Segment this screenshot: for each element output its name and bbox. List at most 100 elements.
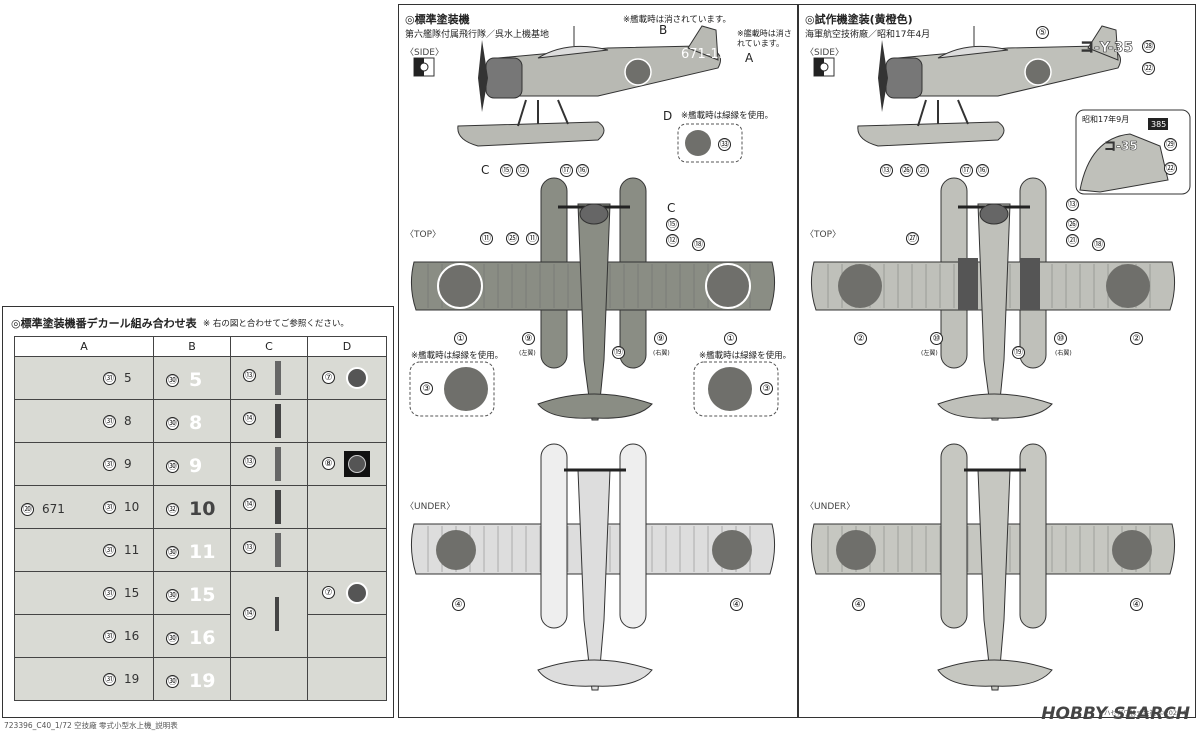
cell-d: ⑧ <box>307 442 387 486</box>
callout: ㉛ <box>103 500 116 514</box>
under-view-label: 〈UNDER〉 <box>405 502 456 512</box>
callout: ⑬ <box>243 541 256 554</box>
callout: ㉚ <box>166 373 179 387</box>
callout: ㉚ <box>166 588 179 602</box>
standard-scheme-subtitle: 第六艦隊付属飛行隊／呉水上機基地 <box>405 30 550 40</box>
top-view-label: 〈TOP〉 <box>805 230 842 240</box>
fuselage-stripe <box>275 533 281 567</box>
cell-d <box>307 614 387 658</box>
callout: ㉚ <box>166 459 179 473</box>
col-header-c: C <box>230 336 308 357</box>
callout: ⑭ <box>243 606 256 620</box>
cell-b: ㉚ 15 <box>153 571 231 615</box>
fuselage-stripe <box>275 361 281 395</box>
callout-number: ⑱ <box>1092 238 1105 251</box>
b-number: 16 <box>189 627 216 649</box>
wing-right-label: (右翼) <box>653 350 670 357</box>
note-green-rim-left: ※艦載時は緑縁を使用。 <box>411 351 504 361</box>
a-number: 15 <box>124 586 140 600</box>
callout-number: ⑨ <box>654 332 667 345</box>
letter-a: A <box>745 51 754 65</box>
callout: ㉛ <box>103 371 116 385</box>
callout-number: ③ <box>760 382 773 395</box>
callout-number: ㉖ <box>1066 218 1079 231</box>
callout: ㉛ <box>103 543 116 557</box>
cell-b: ㉚ 19 <box>153 657 231 701</box>
callout: ⑬ <box>243 369 256 382</box>
cell-d: ⑦ <box>307 571 387 615</box>
b-number: 11 <box>189 541 216 563</box>
b-number: 9 <box>189 455 203 477</box>
callout-number: ① <box>454 332 467 345</box>
callout: ⑬ <box>243 455 256 468</box>
callout-number: ① <box>724 332 737 345</box>
wing-left-label: (左翼) <box>921 350 938 357</box>
callout: ⑭ <box>243 498 256 511</box>
cell-d: ⑦ <box>307 356 387 400</box>
cell-b: ㉜ 10 <box>153 485 231 529</box>
callout-number: ⑲ <box>612 346 625 359</box>
decal-table-note: ※ 右の図と合わせてご参照ください。 <box>203 319 349 329</box>
b-number: 15 <box>189 584 216 606</box>
callout-number: ④ <box>1130 598 1143 611</box>
watermark: HOBBY SEARCH <box>1041 704 1190 724</box>
cell-c: ⑭ <box>230 485 308 529</box>
callout: ㉜ <box>166 502 179 516</box>
callout-number: ㉙ <box>1164 138 1177 151</box>
col-header-d: D <box>307 336 387 357</box>
wing-left-label: (左翼) <box>519 350 536 357</box>
callout-number: ⑬ <box>1066 198 1079 211</box>
callout: ⑧ <box>322 457 335 470</box>
note-green-rim: ※艦載時は緑縁を使用。 <box>681 111 774 121</box>
callout-number: ㉒ <box>1142 62 1155 75</box>
cell-c: ⑭ <box>230 596 308 658</box>
callout-number: ⑯ <box>576 164 589 177</box>
cell-a: ㉛ 15 <box>14 571 154 615</box>
callout-number: ⑩ <box>930 332 943 345</box>
callout: ㉛ <box>103 672 116 686</box>
decal-table-title: ◎標準塗装機番デカール組み合わせ表 <box>11 317 197 330</box>
a-number: 5 <box>124 371 132 385</box>
prototype-scheme-subtitle: 海軍航空技術廠／昭和17年4月 <box>805 30 931 40</box>
callout: ㉛ <box>103 629 116 643</box>
callout-number: ㉒ <box>1164 162 1177 175</box>
b-number: 10 <box>189 498 216 520</box>
callout: ⑳ <box>21 502 34 516</box>
callout-number: ⑲ <box>1012 346 1025 359</box>
callout: ⑦ <box>322 586 335 599</box>
cell-d <box>307 657 387 701</box>
note-erased-b: ※艦載時は消されています。 <box>623 15 732 25</box>
fuselage-stripe <box>275 404 281 438</box>
callout: ㉚ <box>166 674 179 688</box>
callout: ㉛ <box>103 457 116 471</box>
callout: ㉛ <box>103 586 116 600</box>
a-number: 11 <box>124 543 140 557</box>
letter-c-top: C <box>667 201 676 215</box>
cell-a: ㉛ 11 <box>14 528 154 572</box>
callout-number: ② <box>1130 332 1143 345</box>
cell-c: ⑬ <box>230 528 308 572</box>
a-number: 16 <box>124 629 140 643</box>
cell-d <box>307 399 387 443</box>
cell-c <box>230 571 308 615</box>
footer-copyright: ハセガワ株式会社 ©2020.8 <box>1104 709 1188 717</box>
note-green-rim-right: ※艦載時は緑縁を使用。 <box>699 351 792 361</box>
callout: ㉛ <box>103 414 116 428</box>
top-view-label: 〈TOP〉 <box>405 230 442 240</box>
wing-right-label: (右翼) <box>1055 350 1072 357</box>
callout-number: ⑩ <box>1054 332 1067 345</box>
footer-code: 723396_C40_1/72 空技廠 零式小型水上機_説明表 <box>4 721 178 730</box>
letter-c-side: C <box>481 163 490 177</box>
b-number: 19 <box>189 670 216 692</box>
